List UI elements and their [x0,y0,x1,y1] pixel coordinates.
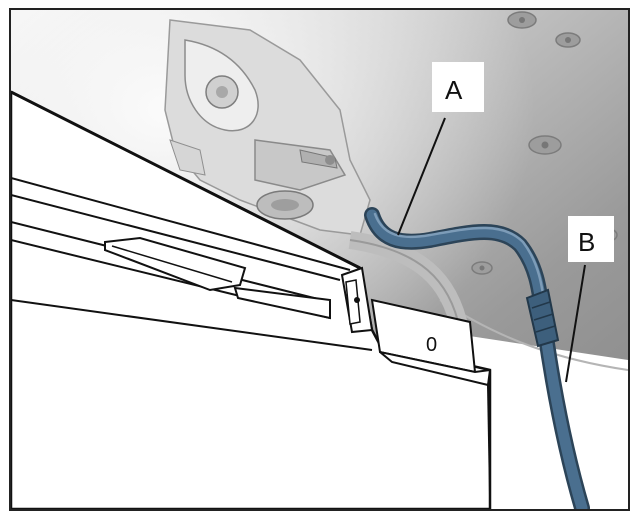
support-panel [11,90,492,509]
callout-a: A [432,62,484,112]
callout-b-label: B [578,227,595,257]
callout-a-leader [397,117,446,236]
callout-b: B [568,216,614,262]
callout-b-leader [565,264,586,383]
part-marking: 0 [426,334,437,356]
suspension-assembly [164,19,371,236]
hose [364,207,590,509]
callout-a-label: A [445,75,463,105]
